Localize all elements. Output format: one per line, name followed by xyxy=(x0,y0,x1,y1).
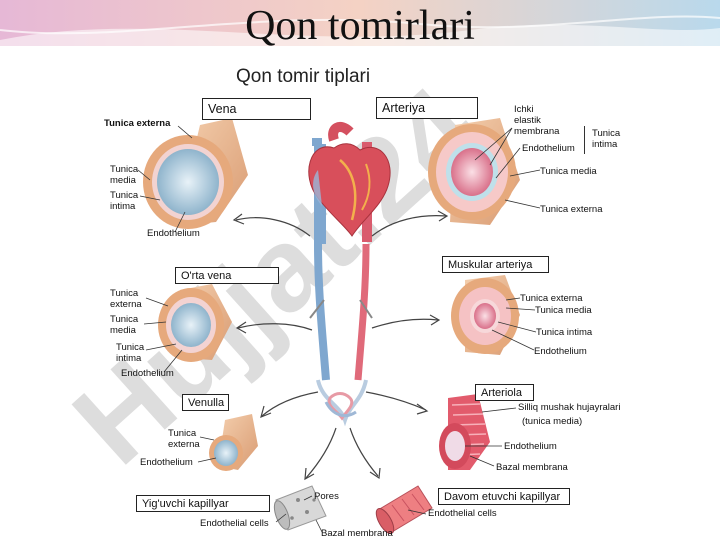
diagram-subtitle: Qon tomir tiplari xyxy=(236,66,371,87)
label-al-silliq-mushak: Silliq mushak hujayralari xyxy=(518,402,621,413)
label-ov-tunica-externa: Tunica externa xyxy=(110,288,142,310)
label-art-endothelium: Endothelium xyxy=(522,143,575,154)
heart-illustration xyxy=(308,122,391,244)
vein-cross-section xyxy=(143,118,248,229)
label-art-tunica-externa: Tunica externa xyxy=(540,204,603,215)
label-vl-tunica-externa: Tunica externa xyxy=(168,428,200,450)
label-vena-tunica-externa: Tunica externa xyxy=(104,118,171,129)
label-ov-endothelium: Endothelium xyxy=(121,368,174,379)
label-ma-tunica-externa: Tunica externa xyxy=(520,293,583,304)
label-al-endothelium: Endothelium xyxy=(504,441,557,452)
label-al-bazal-membrana: Bazal membrana xyxy=(496,462,568,473)
label-cap-endothelial-cells-2: Endothelial cells xyxy=(428,508,497,519)
slide-title: Qon tomirlari xyxy=(245,3,475,49)
collecting-capillary xyxy=(273,485,327,531)
label-orta-vena: O'rta vena xyxy=(175,267,279,284)
muscular-artery-cross-section xyxy=(451,275,520,355)
label-ma-tunica-media: Tunica media xyxy=(535,305,592,316)
continuous-capillary xyxy=(375,485,433,534)
label-arteriola: Arteriola xyxy=(475,384,534,401)
vessel-column xyxy=(309,243,373,427)
label-vena-tunica-media: Tunica media xyxy=(110,164,139,186)
label-art-tunica-media: Tunica media xyxy=(540,166,597,177)
header-decoration xyxy=(0,0,720,46)
label-arteriya: Arteriya xyxy=(376,97,478,119)
label-ov-tunica-media: Tunica media xyxy=(110,314,139,336)
label-venula: Venulla xyxy=(182,394,229,411)
label-art-tunica-intima: Tunica intima xyxy=(592,128,621,150)
label-vena-endothelium: Endothelium xyxy=(147,228,200,239)
label-muskular-arteriya: Muskular arteriya xyxy=(442,256,549,273)
label-ma-endothelium: Endothelium xyxy=(534,346,587,357)
flow-arrows xyxy=(232,210,449,481)
venule-cross-section xyxy=(209,414,258,471)
label-ma-tunica-intima: Tunica intima xyxy=(536,327,593,338)
label-cap-bazal-membrana: Bazal membrana xyxy=(321,528,393,539)
label-davom-etuvchi-kapillyar: Davom etuvchi kapillyar xyxy=(438,488,570,505)
label-cap-endothelial-cells-1: Endothelial cells xyxy=(200,518,269,529)
leader-lines xyxy=(137,125,541,533)
label-al-tunica-media: (tunica media) xyxy=(522,416,583,427)
medium-vein-cross-section xyxy=(158,284,232,362)
label-cap-pores: Pores xyxy=(314,491,339,502)
label-vl-endothelium: Endothelium xyxy=(140,457,193,468)
artery-cross-section xyxy=(428,118,520,225)
arteriole-cross-section xyxy=(439,394,490,470)
intima-bracket xyxy=(584,126,585,154)
label-art-ichki-elastik: Ichki elastik membrana xyxy=(514,104,560,137)
label-vena: Vena xyxy=(202,98,311,120)
label-ov-tunica-intima: Tunica intima xyxy=(116,342,145,364)
label-yiguvchi-kapillyar: Yig'uvchi kapillyar xyxy=(136,495,270,512)
label-vena-tunica-intima: Tunica intima xyxy=(110,190,139,212)
